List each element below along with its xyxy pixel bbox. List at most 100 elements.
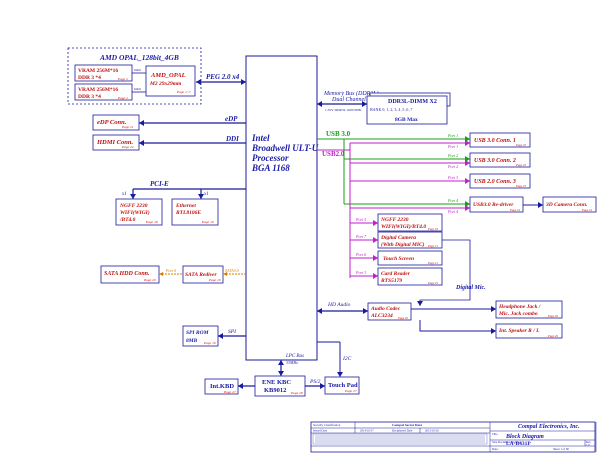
sata-redriver-label: SATA Rediver bbox=[185, 272, 217, 278]
hdmi-connector-label: HDMI Conn. bbox=[96, 139, 133, 146]
wifi-block bbox=[115, 198, 163, 226]
usb3-redriver-label: USB3.0 Re-driver bbox=[473, 202, 514, 208]
spi-rom-line-2: 8MB bbox=[186, 338, 198, 344]
wifi-line-1: NGFF 2230 bbox=[119, 203, 148, 209]
title-block: Security Classification Compal Secret Da… bbox=[310, 421, 596, 453]
ngff-bt-line-2: WIFI(WIGI)/BT4.0 bbox=[381, 223, 426, 230]
gpu-block bbox=[145, 65, 196, 97]
tb-sheet: Sheet 1 of 60 bbox=[553, 447, 569, 451]
sata-hdd-label: SATA HDD Conn. bbox=[104, 271, 150, 277]
touch-screen-page: Page 21 bbox=[427, 261, 438, 265]
audio-section: HD Audio Audio Codec ALC3234 Page 26 Hea… bbox=[317, 300, 563, 339]
wifi-line-2: WIFI(WIGI) bbox=[120, 209, 150, 216]
spi-bus-label: SPI bbox=[228, 329, 237, 335]
camera-conn-page: Page 24 bbox=[581, 208, 592, 212]
tb-rev: 1.0 bbox=[586, 443, 590, 447]
camera-conn-label: 3D Camera Conn. bbox=[545, 202, 587, 208]
memory-bus-label: Memory Bus (DDR3L) bbox=[323, 90, 379, 97]
tb-decipher: Deciphered Date bbox=[392, 429, 413, 433]
tb-security: Security Classification bbox=[313, 423, 341, 427]
usb2-port-2: Port 2 bbox=[447, 164, 458, 169]
usb2-device-blocks: NGFF 2230 WIFI(WIGI)/BT4.0 Page 18 Digit… bbox=[377, 213, 486, 306]
gpu-page: Page 1~7 bbox=[176, 90, 191, 94]
lpc-section: LPC Bus 33MHz ENE KBC KB9012 Page 28 Int… bbox=[204, 341, 360, 397]
usb2-port-1: Port 1 bbox=[447, 144, 458, 149]
dimm-bank: BANK 0, 1, 2, 3, 4 ,5 ,6 ,7 bbox=[370, 107, 412, 113]
ddi-bus-label: DDI bbox=[225, 135, 239, 143]
tb-company: Compal Electronics, Inc. bbox=[518, 424, 580, 430]
lpc-bus-speed: 33MHz bbox=[286, 360, 298, 365]
tb-rev-header: Rev bbox=[586, 440, 591, 444]
cpu-line-1: Intel bbox=[251, 133, 270, 143]
spi-rom-page: Page 16 bbox=[203, 341, 216, 345]
headphone-line-2: Mic. Jack combo bbox=[498, 311, 538, 317]
sata-rate-label: SATA3.0 bbox=[225, 268, 239, 273]
usb3-conn2-block bbox=[469, 152, 531, 168]
ngff-bt-line-1: NGFF 2230 bbox=[380, 217, 409, 223]
headphone-line-1: Headphone Jack / bbox=[498, 304, 541, 310]
digital-camera-page: Page 21 bbox=[427, 244, 438, 248]
audio-codec-block bbox=[367, 302, 412, 321]
usb2-port-6: Port 6 bbox=[355, 252, 366, 257]
card-reader-page: Page 25 bbox=[427, 281, 438, 285]
usb3-port-2: Port 2 bbox=[447, 153, 458, 158]
usb3-port-4: Port 4 bbox=[447, 198, 458, 203]
usb2-conn3-page: Page 23 bbox=[515, 184, 526, 188]
gpu-group-title: AMD OPAL_128bit_4GB bbox=[99, 53, 179, 62]
headphone-page: Page 26 bbox=[547, 314, 558, 318]
pcie-label: PCI-E bbox=[150, 180, 169, 188]
usb3-redriver-page: Page 24 bbox=[509, 208, 520, 212]
pcie-x1-left: x1 bbox=[121, 192, 127, 197]
spi-section: SPI ROM 8MB Page 16 SPI bbox=[182, 325, 246, 347]
tb-date: Date: bbox=[492, 447, 499, 451]
hdmi-page: Page 22 bbox=[121, 145, 134, 149]
hd-audio-label: HD Audio bbox=[327, 302, 351, 308]
gpu-line-1: AMD_OPAL bbox=[150, 72, 186, 79]
ngff-bt-page: Page 18 bbox=[427, 227, 438, 231]
usb2-section: USB2.0 Port 1 Port 2 Port 3 Port 4 Port … bbox=[317, 140, 470, 279]
tb-issued-date: 2014/10/17 bbox=[360, 429, 374, 433]
vram-bottom-bus-width: 64bit bbox=[134, 87, 141, 91]
tb-secret: Compal Secret Data bbox=[392, 423, 422, 427]
usb3-conn1-label: USB 3.0 Conn. 1 bbox=[474, 138, 516, 144]
cpu-line-3: Processor bbox=[252, 153, 289, 163]
ec-line-1: ENE KBC bbox=[262, 379, 291, 386]
vram-top-page: Page 2 bbox=[117, 77, 128, 81]
gpu-group-frame bbox=[67, 47, 202, 105]
dimm-label: DDR3L-DIMM X2 bbox=[388, 99, 437, 105]
display-section: eDP Conn. Page 21 eDP HDMI Conn. Page 22… bbox=[92, 114, 246, 151]
memory-voltage: 1.35V DDR3L 1600 MHz bbox=[325, 108, 362, 112]
ethernet-line-2: RTL8106E bbox=[175, 210, 201, 216]
ngff-bt-block bbox=[377, 213, 443, 232]
vram-top-bus-width: 64bit bbox=[134, 68, 141, 72]
memory-channel-label: Dual Channel bbox=[331, 97, 366, 103]
keyboard-label: Int.KBD bbox=[210, 383, 234, 390]
usb3-label: USB 3.0 bbox=[326, 130, 351, 138]
vram-top-line-2: DDR 3 *4 bbox=[78, 75, 101, 81]
dimm-block bbox=[366, 95, 448, 125]
lpc-bus-label: LPC Bus bbox=[285, 354, 304, 359]
sata-redriver-page: Page 20 bbox=[208, 278, 221, 282]
keyboard-page: Page 27 bbox=[223, 390, 236, 394]
edp-bus-label: eDP bbox=[225, 115, 238, 123]
tb-doc-header: Size Document Number bbox=[492, 440, 521, 444]
touchpad-label: Touch Pad bbox=[328, 382, 358, 389]
usb2-port-3b: Port 3 bbox=[355, 270, 366, 275]
ethernet-block bbox=[171, 198, 219, 226]
ethernet-page: Page 19 bbox=[201, 220, 214, 224]
sata-port-label: Port 0 bbox=[165, 268, 176, 273]
usb2-port-4: Port 4 bbox=[447, 209, 458, 214]
touchpad-page: Page 27 bbox=[344, 389, 357, 393]
ethernet-line-1: Ethernet bbox=[175, 203, 196, 209]
usb3-conn2-label: USB 3.0 Conn. 2 bbox=[474, 158, 516, 164]
touch-screen-label: Touch Screen bbox=[383, 256, 414, 262]
memory-section: Memory Bus (DDR3L) Dual Channel 1.35V DD… bbox=[317, 90, 451, 125]
digital-camera-line-2: (With Digital MIC) bbox=[381, 241, 425, 248]
usb3-conn2-page: Page 23 bbox=[515, 163, 526, 167]
usb3-port-1: Port 1 bbox=[447, 133, 458, 138]
usb3-section: USB 3.0 Port 1 Port 2 Port 4 bbox=[317, 130, 470, 207]
gpu-line-2: M2 29x29mm bbox=[149, 81, 182, 87]
vram-bottom-page: Page 2 bbox=[117, 96, 128, 100]
digital-camera-line-1: Digital Camera bbox=[380, 235, 416, 241]
speaker-label: Int. Speaker R / L bbox=[498, 328, 540, 334]
